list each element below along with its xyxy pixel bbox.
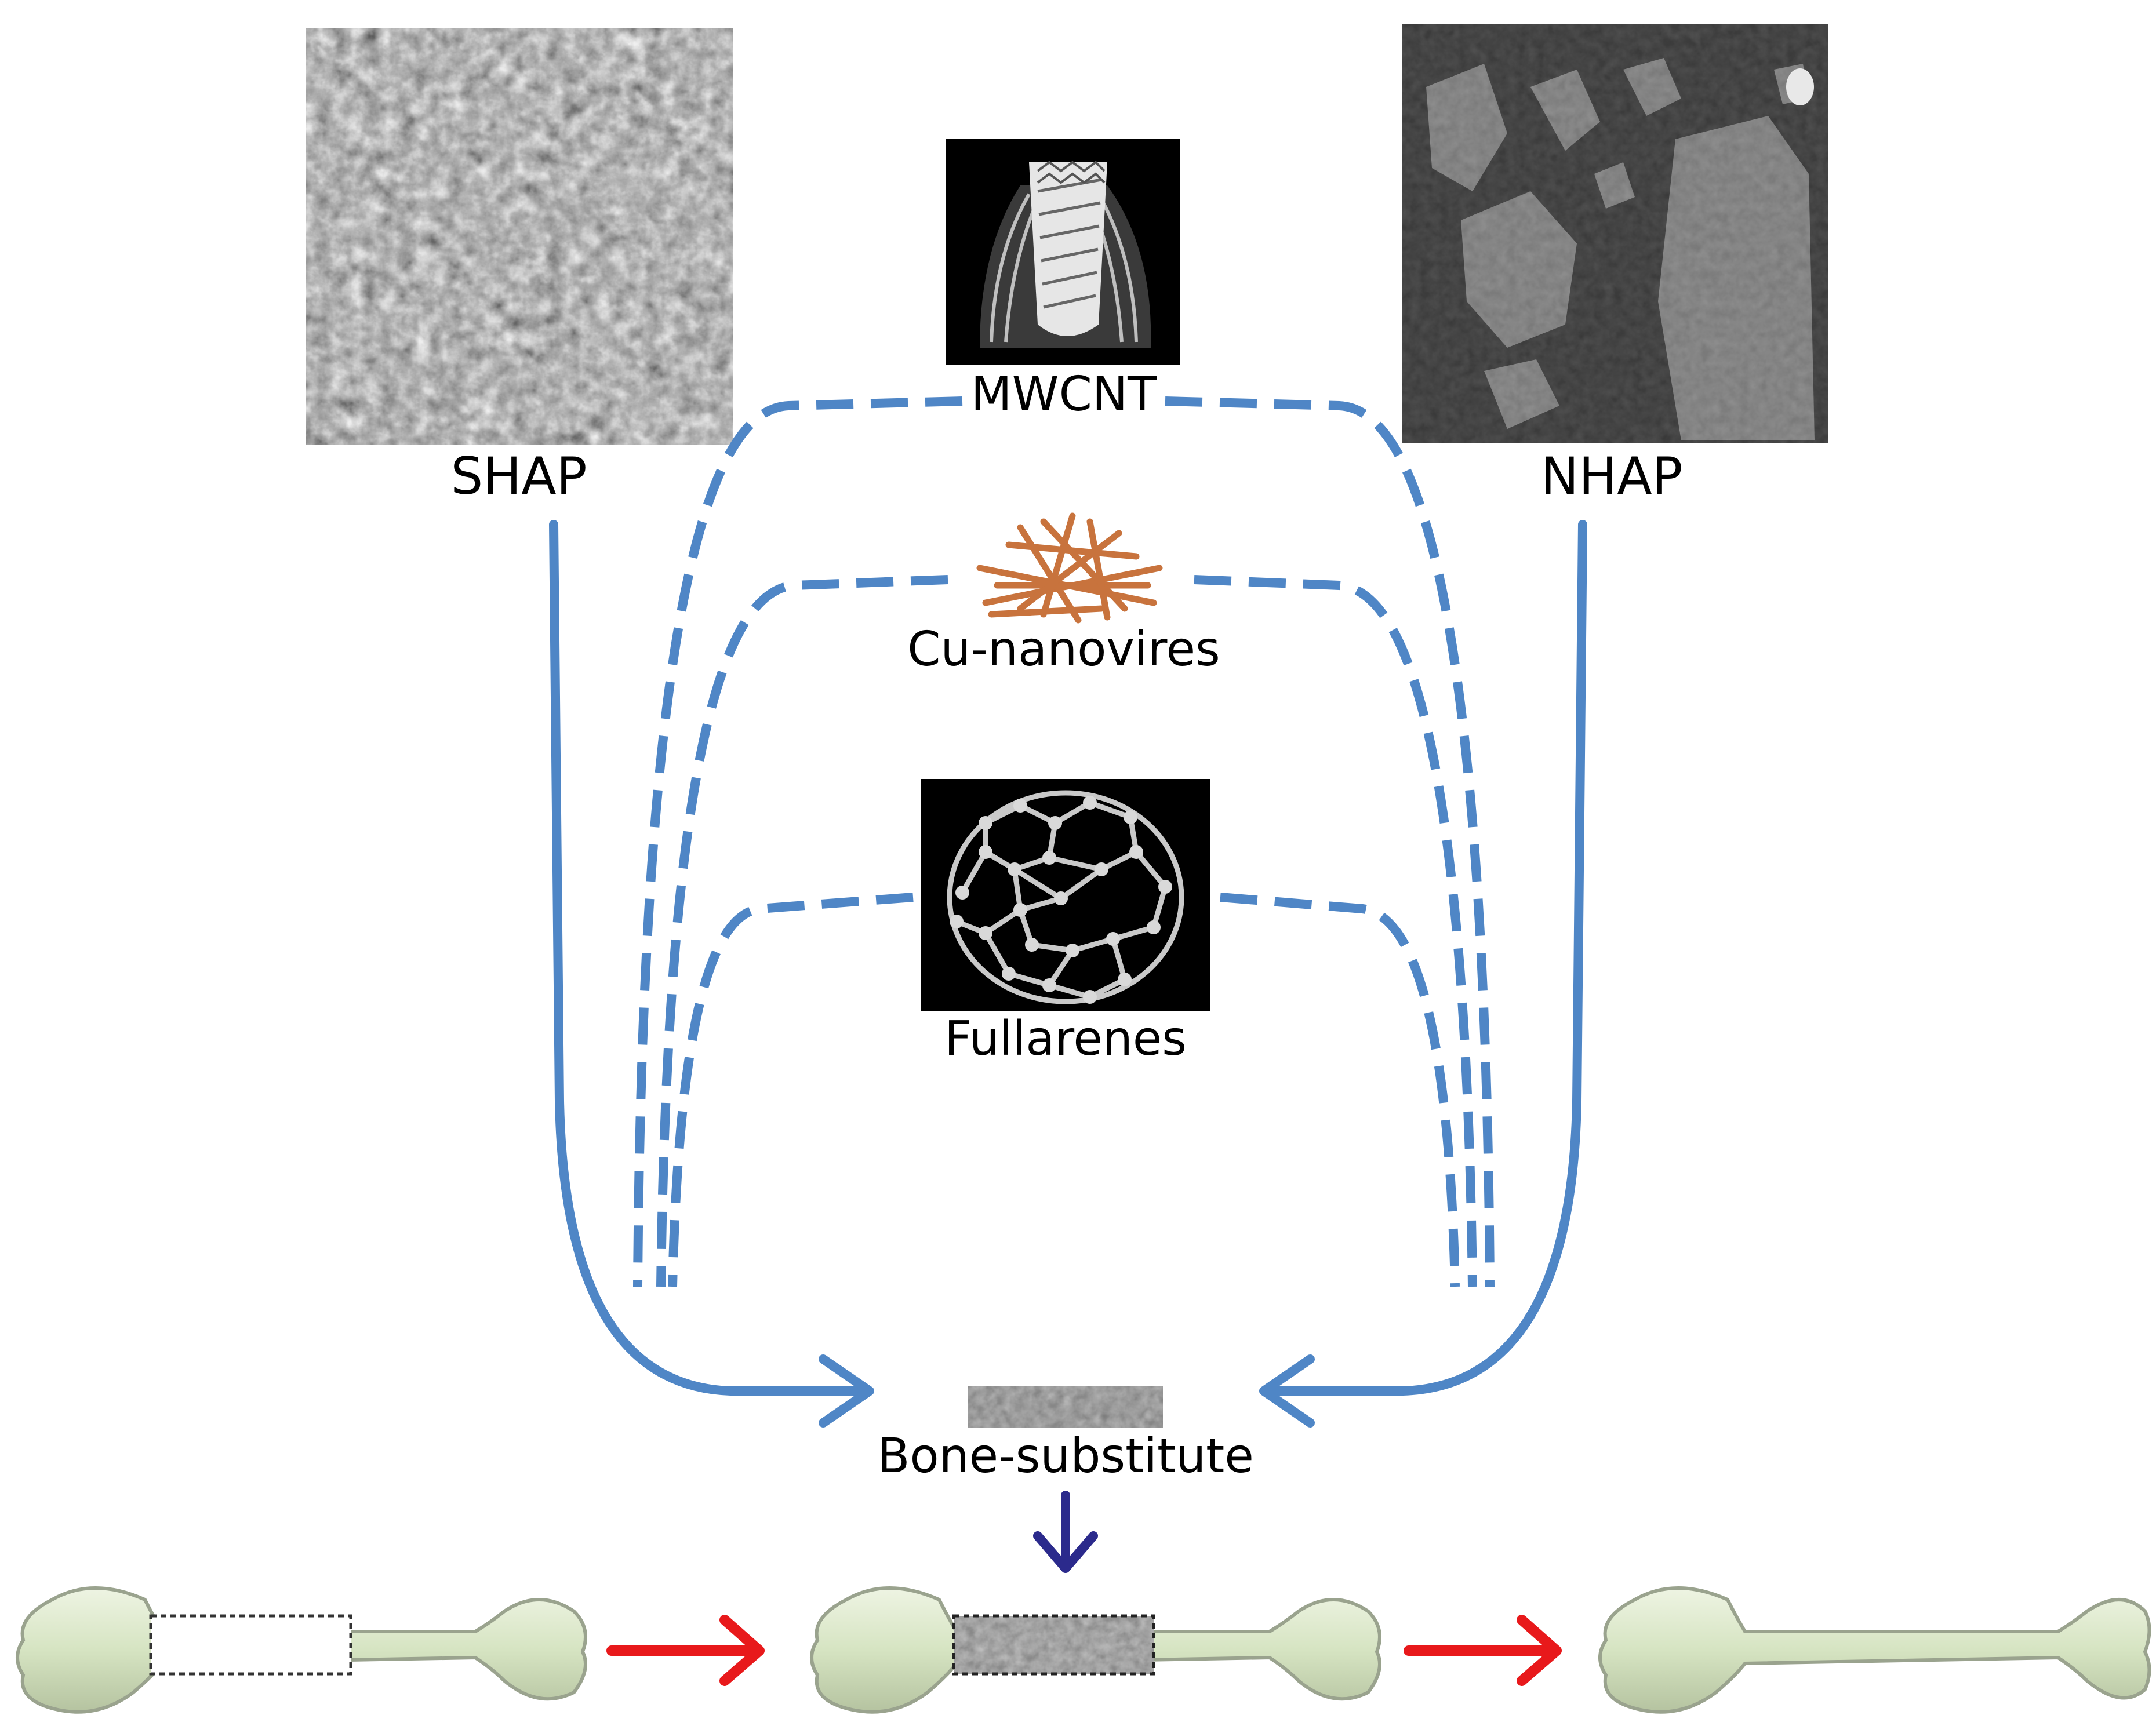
red-arrow-2 (1404, 1615, 1562, 1686)
mwcnt-label: MWCNT (971, 367, 1157, 422)
healed-bone-icon (1598, 1586, 2151, 1714)
shap-arrowhead (819, 1354, 874, 1428)
bone-substitute-label: Bone-substitute (877, 1429, 1254, 1484)
nhap-arrowhead (1259, 1354, 1315, 1428)
sem-micrograph-shap-icon (306, 28, 733, 445)
nhap-node: NHAP (1402, 24, 1828, 506)
cu-left-connector (656, 575, 948, 1287)
bone-with-defect-icon (16, 1586, 587, 1714)
fullarene-left-connector (668, 893, 914, 1287)
red-arrow-1 (606, 1615, 765, 1686)
copper-nanowires-icon (976, 512, 1163, 624)
cu-label: Cu-nanovires (907, 622, 1220, 677)
bone-with-implant-icon (810, 1586, 1381, 1714)
bone-substitute-node: Bone-substitute (877, 1386, 1254, 1484)
shap-flow-line (549, 520, 868, 1396)
additive-connectors (633, 396, 1495, 1287)
fullarene-node: Fullarenes (921, 779, 1210, 1066)
multiwall-nanotube-icon (946, 139, 1180, 365)
fullerene-cage-icon (921, 779, 1210, 1011)
sem-micrograph-nhap-icon (1402, 24, 1828, 443)
bone-substitute-sample-icon (968, 1386, 1163, 1428)
shap-label: SHAP (450, 446, 587, 506)
down-arrow (1033, 1491, 1098, 1573)
mwcnt-node: MWCNT (946, 139, 1180, 422)
fullarenes-label: Fullarenes (944, 1011, 1187, 1066)
cu-node: Cu-nanovires (907, 512, 1220, 677)
cu-right-connector (1194, 575, 1477, 1287)
fullarene-right-connector (1220, 893, 1460, 1287)
main-flow-arrows (549, 520, 1587, 1428)
nhap-flow-line (1265, 520, 1587, 1396)
shap-node: SHAP (306, 28, 733, 506)
mwcnt-right-connector (1165, 396, 1495, 1287)
nhap-label: NHAP (1540, 446, 1682, 506)
mwcnt-left-connector (633, 396, 963, 1287)
